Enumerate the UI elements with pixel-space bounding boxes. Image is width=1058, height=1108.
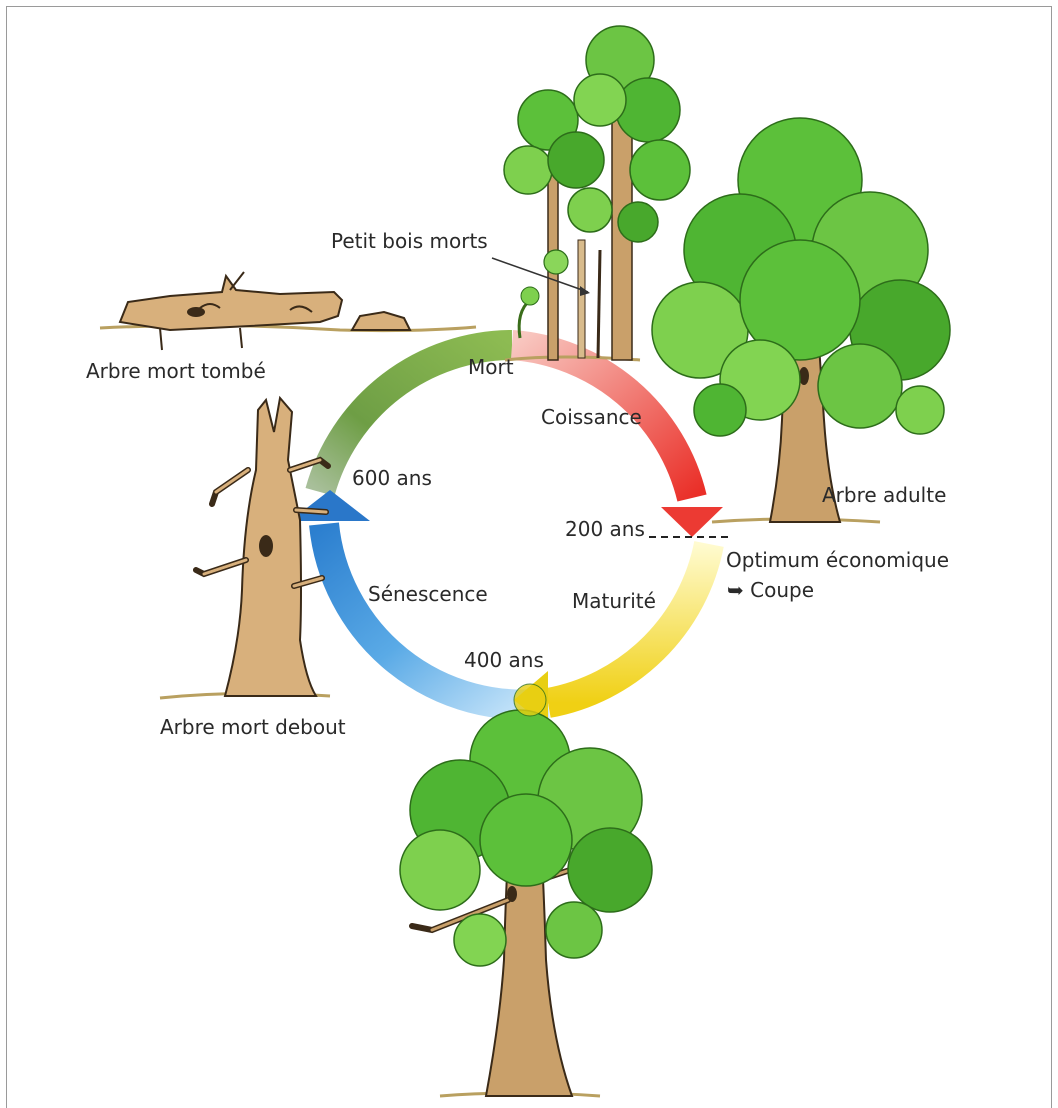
label-400-ans: 400 ans	[464, 650, 544, 670]
label-croissance: Coissance	[541, 407, 642, 427]
petit-bois-leader-line	[492, 258, 588, 292]
label-optimum-economique: Optimum économique	[726, 550, 949, 570]
label-mort: Mort	[468, 357, 514, 377]
coupe-line: ➥ Coupe	[727, 580, 814, 600]
label-arbre-adulte: Arbre adulte	[822, 485, 946, 505]
label-600-ans: 600 ans	[352, 468, 432, 488]
maturite-arc	[548, 544, 709, 703]
senescence-arc	[324, 524, 548, 705]
adult-tree-illustration	[652, 118, 950, 522]
label-maturite: Maturité	[572, 591, 656, 611]
mature-old-tree-illustration	[400, 684, 652, 1096]
fallen-dead-tree-illustration	[100, 272, 476, 350]
right-arrow-icon: ➥	[727, 578, 744, 602]
label-200-ans: 200 ans	[565, 519, 645, 539]
senescence-arrowhead	[290, 490, 370, 521]
label-arbre-mort-tombe: Arbre mort tombé	[86, 361, 266, 381]
label-arbre-mort-debout: Arbre mort debout	[160, 717, 346, 737]
standing-dead-tree-illustration	[160, 398, 330, 698]
label-petit-bois-morts: Petit bois morts	[331, 231, 488, 251]
label-senescence: Sénescence	[368, 584, 488, 604]
label-coupe: Coupe	[750, 578, 814, 602]
